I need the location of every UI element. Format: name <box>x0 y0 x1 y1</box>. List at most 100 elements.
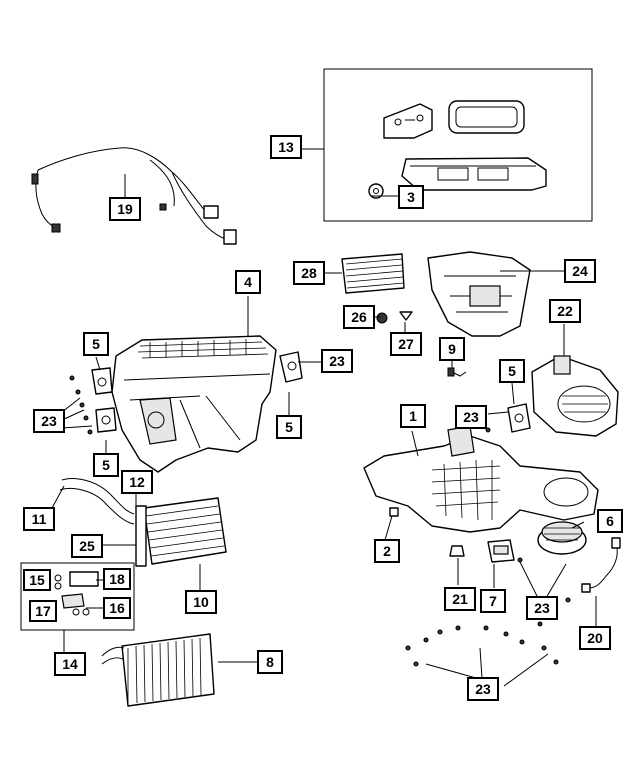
svg-text:23: 23 <box>41 413 57 429</box>
callout-18: 18 <box>103 568 131 590</box>
svg-text:17: 17 <box>35 603 51 619</box>
svg-text:22: 22 <box>557 303 573 319</box>
filter-duct-part <box>427 251 531 337</box>
cabin-filter-part <box>341 253 405 294</box>
callout-24: 24 <box>564 259 596 283</box>
svg-text:18: 18 <box>109 571 125 587</box>
svg-text:5: 5 <box>508 363 516 379</box>
callout-7: 7 <box>480 589 506 613</box>
callout-6: 6 <box>597 509 623 533</box>
callout-5-right: 5 <box>276 415 302 439</box>
svg-text:12: 12 <box>129 474 145 490</box>
group-box-14 <box>20 562 135 631</box>
upper-hvac-housing-part <box>111 335 277 473</box>
svg-text:21: 21 <box>452 591 468 607</box>
heater-core-part <box>135 497 227 567</box>
svg-text:11: 11 <box>32 511 47 527</box>
callout-9: 9 <box>439 337 465 361</box>
callout-23-bottom: 23 <box>467 677 499 701</box>
heater-tubes-part <box>59 478 135 525</box>
svg-text:6: 6 <box>606 513 614 529</box>
svg-text:5: 5 <box>285 419 293 435</box>
callout-13: 13 <box>270 135 302 159</box>
expansion-valve-kit-parts <box>54 571 99 616</box>
sensor-plug-part <box>449 545 465 557</box>
svg-text:23: 23 <box>329 353 345 369</box>
callout-5-upper-left: 5 <box>83 332 109 356</box>
callout-2: 2 <box>374 539 400 563</box>
callout-23-right: 23 <box>526 596 558 620</box>
svg-text:8: 8 <box>266 654 274 670</box>
group-box-13 <box>323 68 593 222</box>
callout-17: 17 <box>29 600 57 622</box>
callout-5-blower: 5 <box>499 359 525 383</box>
svg-text:16: 16 <box>109 600 125 616</box>
callout-8: 8 <box>257 650 283 674</box>
temperature-sensor-part <box>447 367 467 377</box>
actuator-part-left-upper <box>91 367 113 395</box>
screw-cluster-left <box>69 375 93 435</box>
wiring-harness-part <box>31 147 237 245</box>
callout-21: 21 <box>444 587 476 611</box>
callout-25: 25 <box>71 534 103 558</box>
svg-text:14: 14 <box>62 656 78 672</box>
screw-scatter-bottom <box>405 427 571 667</box>
callout-5-lower-left: 5 <box>93 453 119 477</box>
mode-door-plate-part <box>401 157 547 191</box>
blower-motor-part <box>537 521 587 555</box>
svg-text:10: 10 <box>193 594 209 610</box>
nut-part <box>376 312 388 324</box>
duct-gasket-part <box>448 100 525 134</box>
actuator-part-right-upper <box>279 351 303 383</box>
clip-part <box>389 507 399 517</box>
svg-text:1: 1 <box>409 408 417 424</box>
svg-text:27: 27 <box>398 336 414 352</box>
evaporator-part <box>101 633 215 707</box>
duct-seal-part <box>383 103 433 139</box>
svg-text:20: 20 <box>587 630 603 646</box>
svg-text:26: 26 <box>351 309 367 325</box>
callout-12: 12 <box>121 470 153 494</box>
callout-22: 22 <box>549 299 581 323</box>
svg-text:2: 2 <box>383 543 391 559</box>
svg-text:7: 7 <box>489 593 497 609</box>
svg-text:24: 24 <box>572 263 588 279</box>
blower-harness-part <box>581 537 621 593</box>
svg-text:23: 23 <box>475 681 491 697</box>
screw-part <box>399 311 413 321</box>
callout-28: 28 <box>293 261 325 285</box>
svg-text:15: 15 <box>29 572 45 588</box>
svg-text:28: 28 <box>301 265 317 281</box>
callout-23-upper: 23 <box>321 349 353 373</box>
callout-14: 14 <box>54 652 86 676</box>
actuator-part-blower-case <box>507 403 531 433</box>
svg-text:23: 23 <box>463 409 479 425</box>
svg-text:5: 5 <box>92 336 100 352</box>
leader-lines <box>51 148 597 687</box>
callout-11: 11 <box>23 507 55 531</box>
svg-text:5: 5 <box>102 457 110 473</box>
callout-19: 19 <box>109 197 141 221</box>
grommet-part <box>368 183 384 199</box>
callout-26: 26 <box>343 305 375 329</box>
callout-23-left: 23 <box>33 409 65 433</box>
callout-1: 1 <box>400 404 426 428</box>
svg-text:19: 19 <box>117 201 133 217</box>
svg-text:4: 4 <box>244 274 252 290</box>
blower-resistor-part <box>487 539 515 563</box>
callout-20: 20 <box>579 626 611 650</box>
callout-4: 4 <box>235 270 261 294</box>
callout-15: 15 <box>23 569 51 591</box>
callout-23-middle: 23 <box>455 405 487 429</box>
svg-text:13: 13 <box>278 139 294 155</box>
svg-text:25: 25 <box>79 538 95 554</box>
blower-case-assembly-part <box>531 355 619 437</box>
svg-text:9: 9 <box>448 341 456 357</box>
callout-27: 27 <box>390 332 422 356</box>
callout-16: 16 <box>103 597 131 619</box>
actuator-part-left-lower <box>95 407 117 433</box>
lower-hvac-housing-part <box>363 425 599 533</box>
svg-text:23: 23 <box>534 600 550 616</box>
callout-3: 3 <box>398 185 424 209</box>
